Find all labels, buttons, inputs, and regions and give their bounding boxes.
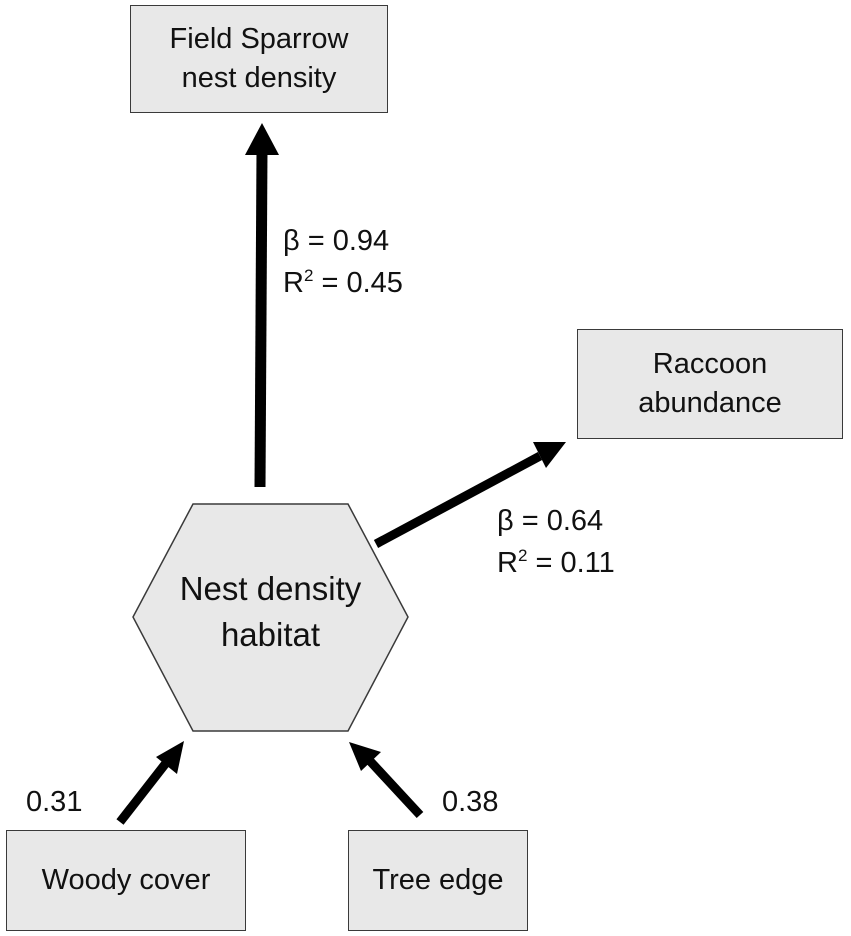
raccoon-abundance-box: Raccoon abundance (577, 329, 843, 439)
field-sparrow-nest-density-box: Field Sparrow nest density (130, 5, 388, 113)
woody-cover-label: Woody cover (41, 863, 211, 896)
field-sparrow-r2: R2 = 0.45 (283, 262, 403, 304)
arrow-tree-edge-to-habitat (349, 742, 424, 819)
field-sparrow-label-line2: nest density (181, 62, 337, 94)
habitat-label-line1: Nest density (179, 570, 362, 607)
tree-edge-weight: 0.38 (442, 786, 499, 818)
raccoon-r2: R2 = 0.11 (497, 542, 615, 584)
habitat-label-line2: habitat (220, 615, 321, 653)
raccoon-beta: β = 0.64 (497, 505, 604, 537)
tree-edge-label: Tree edge (372, 863, 504, 896)
raccoon-label-line1: Raccoon (652, 347, 768, 380)
field-sparrow-path-coefficients: β = 0.94 R2 = 0.45 (283, 220, 403, 304)
raccoon-path-coefficients: β = 0.64 R2 = 0.11 (497, 500, 615, 584)
raccoon-label-line2: abundance (638, 387, 782, 419)
woody-cover-weight: 0.31 (26, 786, 83, 818)
arrow-habitat-to-field-sparrow (245, 123, 279, 488)
habitat-hexagon (132, 503, 409, 732)
tree-edge-box: Tree edge (348, 830, 528, 931)
field-sparrow-r2-prefix: R (283, 267, 304, 300)
raccoon-r2-value: = 0.11 (527, 547, 615, 580)
arrow-habitat-to-raccoon (373, 442, 566, 548)
habitat-label: Nest density habitat (133, 566, 408, 657)
raccoon-r2-sup: 2 (517, 546, 528, 566)
field-sparrow-label-line1: Field Sparrow (169, 22, 349, 55)
arrow-woody-cover-to-habitat (116, 741, 184, 825)
woody-cover-box: Woody cover (6, 830, 246, 931)
field-sparrow-r2-value: = 0.45 (313, 267, 403, 300)
raccoon-r2-prefix: R (497, 547, 518, 580)
field-sparrow-beta: β = 0.94 (283, 225, 390, 257)
field-sparrow-r2-sup: 2 (303, 266, 314, 286)
